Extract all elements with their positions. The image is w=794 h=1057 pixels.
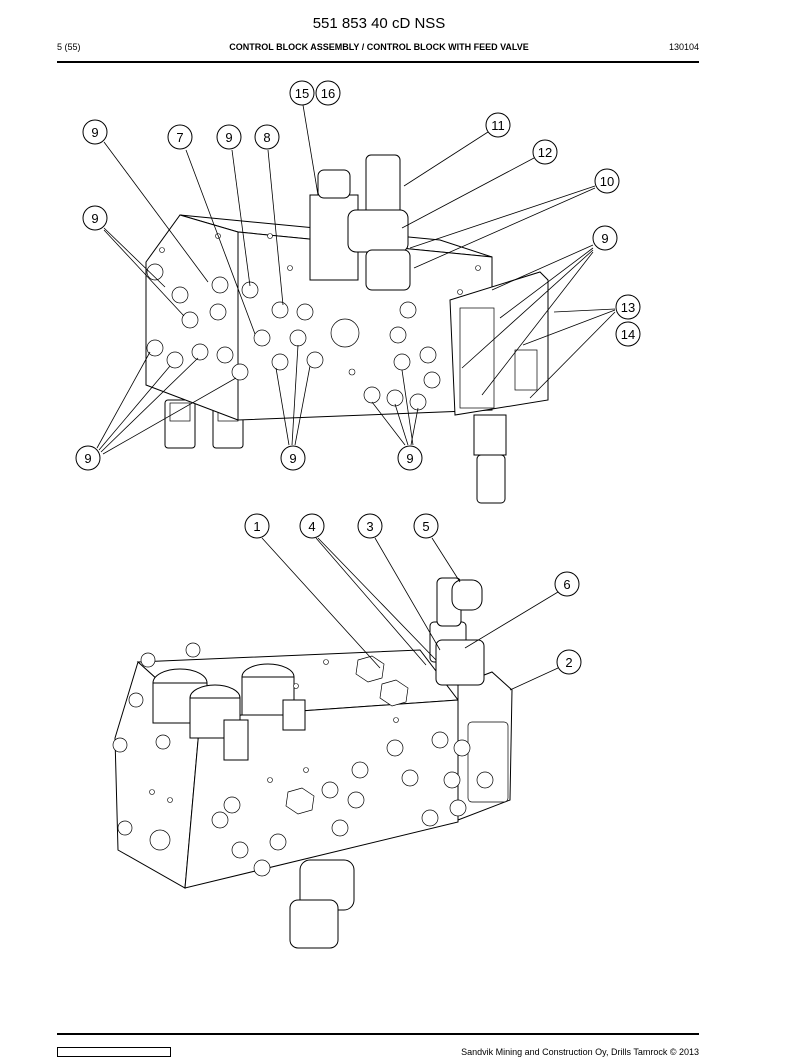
svg-text:1: 1 [253, 519, 260, 534]
callout-10: 10 [594, 168, 620, 194]
page-count: 5 (55) [57, 42, 81, 52]
svg-text:3: 3 [366, 519, 373, 534]
svg-text:16: 16 [321, 86, 335, 101]
date-code: 130104 [668, 42, 699, 52]
svg-text:4: 4 [308, 519, 315, 534]
svg-text:8: 8 [263, 130, 270, 145]
svg-text:9: 9 [406, 451, 413, 466]
svg-text:9: 9 [289, 451, 296, 466]
svg-text:9: 9 [601, 231, 608, 246]
callout-9-d: 9 [592, 225, 618, 251]
footer-rule [57, 1033, 699, 1035]
svg-text:6: 6 [563, 577, 570, 592]
bottom-assembly-drawing [112, 537, 559, 949]
callout-6: 6 [554, 571, 580, 597]
svg-text:11: 11 [491, 118, 505, 133]
callout-13: 13 [615, 294, 641, 320]
svg-text:10: 10 [600, 174, 614, 189]
callout-12: 12 [532, 139, 558, 165]
callout-9-c: 9 [82, 205, 108, 231]
svg-text:9: 9 [84, 451, 91, 466]
callout-8: 8 [254, 124, 280, 150]
callout-4: 4 [299, 513, 325, 539]
company-logo [57, 1047, 171, 1057]
svg-text:13: 13 [621, 300, 635, 315]
callout-1: 1 [244, 513, 270, 539]
svg-text:7: 7 [176, 130, 183, 145]
callout-15: 15 [289, 80, 315, 106]
callout-11: 11 [485, 112, 511, 138]
top-assembly-drawing [96, 104, 616, 504]
callout-14: 14 [615, 321, 641, 347]
callout-16: 16 [315, 80, 341, 106]
callout-9-b: 9 [216, 124, 242, 150]
section-title: CONTROL BLOCK ASSEMBLY / CONTROL BLOCK W… [229, 42, 529, 52]
footer-copyright: Sandvik Mining and Construction Oy, Dril… [461, 1047, 699, 1057]
callout-9-e: 9 [75, 445, 101, 471]
callout-5: 5 [413, 513, 439, 539]
svg-text:15: 15 [295, 86, 309, 101]
svg-text:9: 9 [91, 211, 98, 226]
svg-text:9: 9 [225, 130, 232, 145]
callout-2: 2 [556, 649, 582, 675]
callout-9-a: 9 [82, 119, 108, 145]
callout-7: 7 [167, 124, 193, 150]
callout-9-g: 9 [397, 445, 423, 471]
svg-text:2: 2 [565, 655, 572, 670]
callout-9-f: 9 [280, 445, 306, 471]
svg-text:14: 14 [621, 327, 635, 342]
header-rule [57, 61, 699, 63]
svg-text:5: 5 [422, 519, 429, 534]
document-number: 551 853 40 cD NSS [312, 15, 446, 32]
svg-text:9: 9 [91, 125, 98, 140]
svg-text:12: 12 [538, 145, 552, 160]
callout-3: 3 [357, 513, 383, 539]
